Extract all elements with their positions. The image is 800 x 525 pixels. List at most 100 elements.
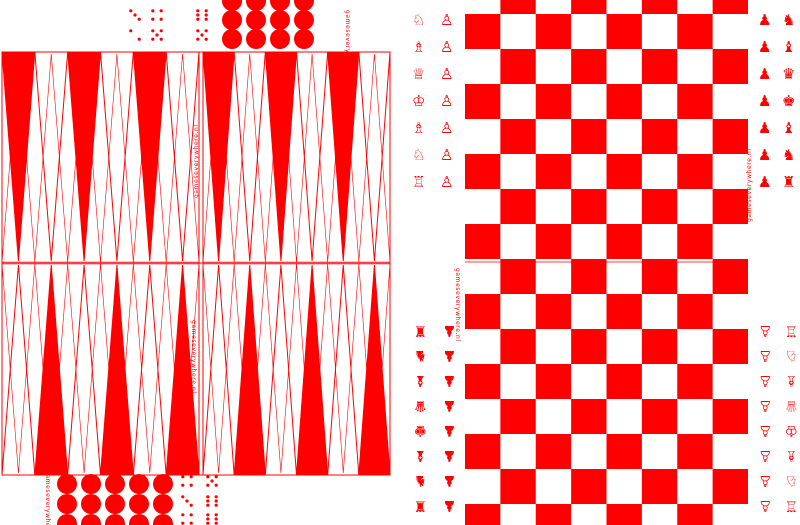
backgammon-point [295,264,329,476]
backgammon-point [327,264,360,476]
checkerboard-square [641,49,678,84]
die-pip [159,37,163,41]
checker-piece [105,474,125,494]
chess-knight-icon: ♘ [412,11,425,29]
chess-pawn-icon: ♙ [440,38,453,56]
die-pip [181,495,185,499]
checkerboard-square [606,14,642,49]
checker-piece [81,494,101,514]
chess-pawn-icon: ♙ [759,347,772,365]
checkerboard-square [712,329,748,364]
checkerboard-square [712,0,748,14]
backgammon-point [264,264,298,476]
checkerboard-square [500,0,536,14]
checker-piece [246,0,266,11]
chess-king-icon: ♚ [782,92,795,110]
checkerboard-square [465,294,501,329]
die-pip [206,513,210,517]
die-pip [159,9,163,13]
backgammon-point [202,51,235,262]
backgammon-point-outline [327,263,360,474]
backgammon-point-outline [34,263,68,474]
checkerboard-square [500,119,536,154]
checker-piece [222,29,242,49]
die-pip [214,513,218,517]
checkerboard-square [641,399,678,434]
die-pip [129,29,133,33]
die-pip [189,513,193,517]
checkerboard-square [606,154,642,189]
checkerboard-square [606,364,642,399]
die-pip [185,499,189,503]
chess-king-icon: ♔ [412,92,425,110]
chess-pawn-icon: ♟ [443,497,456,515]
backgammon-point-outline [296,263,328,474]
backgammon-point-outline [67,263,101,474]
checkerboard-square [535,364,572,399]
checker-piece [129,474,149,494]
checkerboard-square [641,0,678,14]
chess-bishop-icon: ♝ [782,38,795,56]
backgammon-point [132,51,167,262]
checkerboard-square [465,364,501,399]
backgammon-point-outline [358,263,391,474]
backgammon-point-outline [265,53,297,263]
chess-knight-icon: ♞ [414,347,427,365]
backgammon-point-outline [165,53,200,263]
chess-pawn-icon: ♟ [758,92,771,110]
checkerboard-square [465,504,501,525]
chess-bishop-icon: ♝ [414,447,427,465]
die-pip [155,33,159,37]
checker-piece [81,514,101,525]
checkerboard-square [677,14,713,49]
die-pip [151,17,155,21]
backgammon-point [1,51,36,262]
backgammon-point-outline [1,53,36,263]
backgammon-point [67,51,102,262]
die-pip [206,521,210,525]
checkerboard-square [571,0,607,14]
checkerboard [465,0,748,525]
checkerboard-square [500,259,536,294]
checkerboard-square [677,154,713,189]
chess-knight-icon: ♘ [785,472,798,490]
checkerboard-square [712,119,748,154]
chess-pawn-icon: ♟ [443,322,456,340]
die-pip [181,475,185,479]
checkerboard-square [465,84,501,119]
chess-pawn-icon: ♙ [440,11,453,29]
chess-knight-icon: ♞ [782,11,795,29]
chess-pawn-icon: ♙ [759,472,772,490]
backgammon-point [358,264,391,476]
chess-pawn-icon: ♟ [443,472,456,490]
chess-pawn-icon: ♟ [758,119,771,137]
checkerboard-square [606,434,642,469]
backgammon-point [327,51,360,262]
checkerboard-square [677,504,713,525]
checkerboard-square [677,84,713,119]
backgammon-point [34,264,69,476]
chess-rook-icon: ♖ [785,497,798,515]
backgammon-point-outline [327,53,360,263]
backgammon-point-outline [233,263,266,474]
checker-piece [129,494,149,514]
checker-piece [270,0,290,11]
brand-label-checker-bottom: gameseverywhere.nl [454,268,461,342]
chess-rook-icon: ♜ [414,322,427,340]
chess-rook-icon: ♖ [412,173,425,191]
checkerboard-square [500,329,536,364]
chess-pawn-icon: ♙ [440,146,453,164]
checkerboard-square [712,189,748,224]
chess-pawn-icon: ♙ [759,422,772,440]
checkerboard-square [677,294,713,329]
die-pip [137,37,141,41]
checker-piece [294,29,314,49]
backgammon-point-outline [358,53,391,263]
chess-knight-icon: ♞ [782,146,795,164]
checkerboard-square [535,434,572,469]
backgammon-point-outline [233,53,266,263]
checkerboard-square [641,329,678,364]
chess-rook-icon: ♜ [414,497,427,515]
checker-piece [294,0,314,11]
